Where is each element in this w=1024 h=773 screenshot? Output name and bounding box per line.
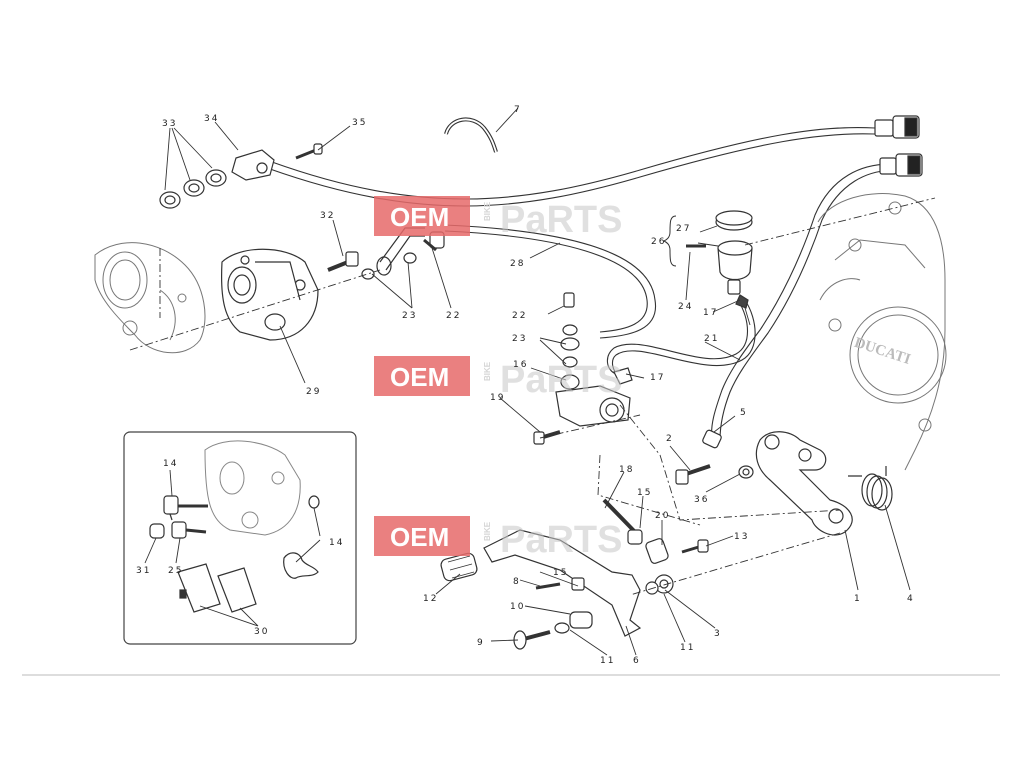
callout-17: 17 (703, 308, 718, 318)
callout-31: 31 (136, 566, 151, 576)
leader-lines (164, 107, 911, 656)
callout-10: 10 (510, 602, 525, 612)
svg-text:OEM: OEM (390, 522, 449, 552)
callout-23: 23 (402, 311, 417, 321)
callout-33: 33 (162, 119, 177, 129)
reservoir-hose-21 (611, 299, 756, 377)
alignment-lines (129, 197, 936, 596)
callout-32: 32 (320, 211, 335, 221)
callout-14: 14 (163, 459, 178, 469)
callout-12: 12 (423, 594, 438, 604)
hanger-bracket-ghost (94, 242, 206, 354)
svg-text:PaRTS: PaRTS (500, 519, 622, 561)
callout-8: 8 (513, 577, 521, 587)
sensor-cable-lower (711, 163, 903, 441)
inset-caliper-ghost (204, 440, 301, 536)
master-cylinder (533, 292, 633, 445)
screw (295, 148, 317, 160)
callout-15: 15 (637, 488, 652, 498)
callout-17b: 17 (650, 373, 665, 383)
callout-6: 6 (633, 656, 641, 666)
callout-11: 11 (600, 656, 615, 666)
group-brace (662, 215, 677, 267)
callout-35: 35 (352, 118, 367, 128)
callout-5: 5 (740, 408, 748, 418)
sensor-cable-upper (271, 126, 876, 200)
engine-ghost (817, 193, 947, 471)
svg-text:BIKE: BIKE (483, 361, 492, 381)
footpeg-bracket (755, 431, 853, 536)
svg-text:BIKE: BIKE (483, 201, 492, 221)
callout-14b: 14 (329, 538, 344, 548)
callout-3: 3 (714, 629, 722, 639)
callout-4: 4 (907, 594, 915, 604)
brake-pedal-assembly (440, 429, 893, 650)
callout-27: 27 (676, 224, 691, 234)
callout-16: 16 (513, 360, 528, 370)
sensor-group (159, 143, 323, 209)
callout-29: 29 (306, 387, 321, 397)
svg-text:PaRTS: PaRTS (500, 199, 622, 241)
callout-30: 30 (254, 627, 269, 637)
callout-7: 7 (514, 105, 522, 115)
watermark: OEM BIKE PaRTS OEM BIKE PaRTS OEM BIKE P… (374, 196, 622, 561)
brake-pad (177, 563, 221, 613)
callout-21: 21 (704, 334, 719, 344)
callout-labels: 33 34 35 7 32 23 22 29 28 22 23 16 19 17… (136, 105, 915, 666)
callout-25: 25 (168, 566, 183, 576)
callout-19: 19 (490, 393, 505, 403)
callout-22: 22 (446, 311, 461, 321)
callout-2: 2 (666, 434, 674, 444)
callout-23b: 23 (512, 334, 527, 344)
inset-parts (149, 495, 320, 613)
callout-13: 13 (734, 532, 749, 542)
svg-text:OEM: OEM (390, 202, 449, 232)
speed-sensor (231, 149, 275, 181)
rear-brake-caliper (220, 248, 319, 341)
callout-9: 9 (477, 638, 485, 648)
brake-pad (217, 567, 257, 613)
callout-1: 1 (854, 594, 862, 604)
brake-hose-28 (444, 224, 657, 339)
callout-24: 24 (678, 302, 693, 312)
svg-text:PaRTS: PaRTS (500, 359, 622, 401)
inset-leaders (144, 469, 321, 627)
inset-detail-frame (123, 431, 357, 645)
brake-pedal-lever (483, 529, 642, 637)
svg-text:BIKE: BIKE (483, 521, 492, 541)
callout-26: 26 (651, 237, 666, 247)
callout-22b: 22 (512, 311, 527, 321)
callout-28: 28 (510, 259, 525, 269)
callout-11b: 11 (680, 643, 695, 653)
callout-18: 18 (619, 465, 634, 475)
engine-brand-text: DUCATI (852, 335, 912, 368)
callout-15b: 15 (553, 568, 568, 578)
callout-36: 36 (694, 495, 709, 505)
return-spring (848, 466, 893, 511)
callout-20: 20 (655, 511, 670, 521)
callout-34: 34 (204, 114, 219, 124)
wire-connectors (874, 115, 923, 177)
svg-text:OEM: OEM (390, 362, 449, 392)
brake-fluid-reservoir (686, 210, 753, 309)
